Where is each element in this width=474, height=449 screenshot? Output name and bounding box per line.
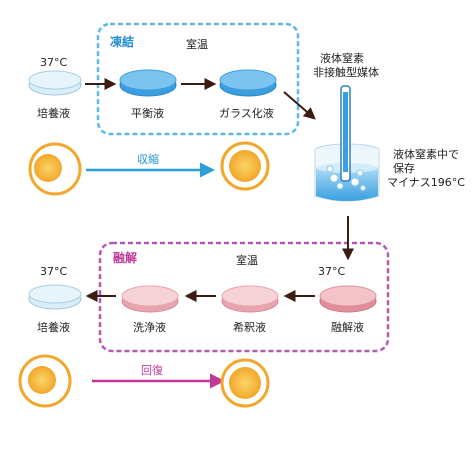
arrow-vitrification-to-storage bbox=[283, 91, 316, 120]
freeze-title: 凍結 bbox=[110, 35, 135, 49]
thaw-end-label: 培養液 bbox=[37, 321, 70, 334]
thaw-step3-label: 洗浄液 bbox=[133, 321, 166, 334]
thaw-step1-label: 融解液 bbox=[331, 321, 364, 334]
storage-desc-1: 液体窒素中で bbox=[393, 148, 459, 161]
freeze-frame bbox=[96, 22, 300, 136]
thaw-room-temp: 室温 bbox=[236, 254, 258, 267]
dish-vitrification bbox=[219, 69, 277, 97]
freeze-room-temp: 室温 bbox=[186, 38, 208, 51]
oocyte-thawed bbox=[220, 358, 270, 408]
oocyte-shrunk bbox=[220, 141, 270, 191]
oocyte-normal bbox=[28, 142, 82, 196]
storage-container-label-1: 液体窒素 bbox=[320, 52, 364, 65]
thaw-step2-label: 希釈液 bbox=[233, 321, 266, 334]
freeze-start-temp: 37°C bbox=[40, 56, 68, 69]
dish-washing bbox=[121, 285, 179, 313]
thaw-frame bbox=[98, 241, 390, 353]
storage-desc-3: マイナス196°C bbox=[387, 176, 465, 189]
storage-container-label-2: 非接触型媒体 bbox=[313, 66, 379, 79]
freeze-step1-label: 平衡液 bbox=[131, 107, 164, 120]
thaw-title: 融解 bbox=[113, 251, 138, 265]
storage-desc-2: 保存 bbox=[393, 162, 415, 175]
freeze-start-label: 培養液 bbox=[37, 107, 70, 120]
thaw-end-temp: 37°C bbox=[40, 265, 68, 278]
dish-equilibration bbox=[119, 69, 177, 97]
recover-label: 回復 bbox=[141, 364, 163, 377]
liquid-nitrogen-beaker bbox=[314, 85, 380, 202]
dish-dilution bbox=[221, 285, 279, 313]
oocyte-recovered bbox=[18, 354, 72, 408]
dish-start-culture bbox=[28, 70, 82, 96]
dish-end-culture bbox=[28, 284, 82, 310]
thaw-temp: 37°C bbox=[318, 265, 346, 278]
freeze-step2-label: ガラス化液 bbox=[219, 107, 274, 120]
shrink-label: 収縮 bbox=[137, 153, 159, 166]
dish-thawing bbox=[319, 285, 377, 313]
